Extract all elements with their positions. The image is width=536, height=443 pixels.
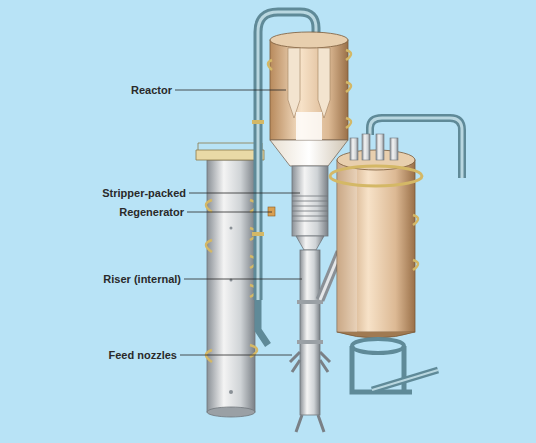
part-label: Stripper-packed bbox=[102, 187, 186, 200]
part-label: Feed nozzles bbox=[109, 349, 177, 362]
part-label: Regenerator bbox=[119, 206, 184, 219]
leader-lines bbox=[175, 90, 302, 355]
air-piping bbox=[352, 339, 438, 392]
regenerator-vessel bbox=[330, 118, 462, 338]
riser-pipe bbox=[290, 236, 340, 432]
stripper-section bbox=[268, 166, 328, 236]
part-label: Riser (internal) bbox=[103, 273, 181, 286]
reactor-vessel bbox=[268, 32, 351, 166]
part-label: Reactor bbox=[131, 84, 172, 97]
